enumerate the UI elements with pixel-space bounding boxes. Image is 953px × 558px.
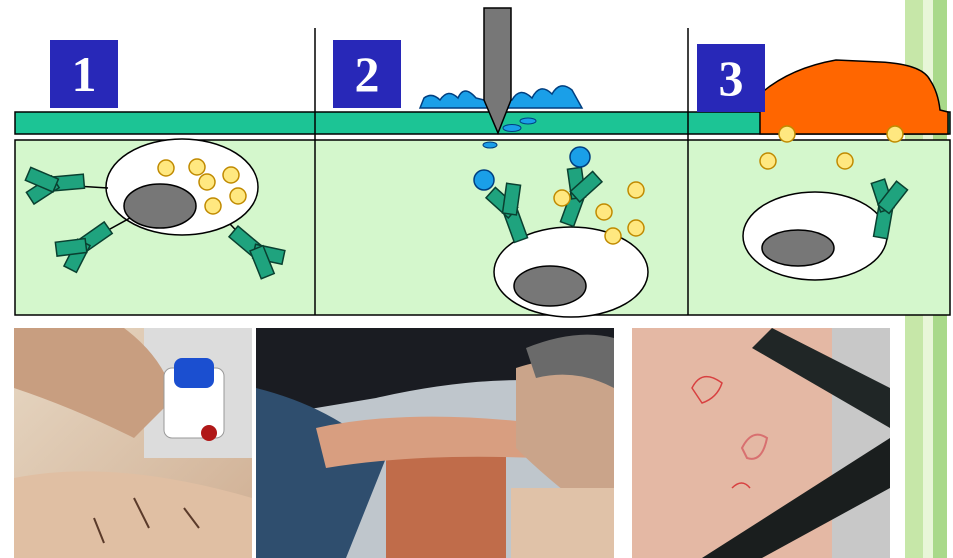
mast-cell-1	[106, 139, 258, 235]
forearm-prick-test-photo	[256, 328, 614, 558]
mast-cell-3	[743, 192, 887, 280]
step-label-2: 2	[333, 40, 401, 108]
wheal	[760, 60, 948, 134]
step-label-3: 3	[697, 44, 765, 112]
wheal-measurement-photo	[632, 328, 890, 558]
step-label-1: 1	[50, 40, 118, 108]
skin-prick-applicator-photo	[14, 328, 252, 558]
skin-prick-test-diagram	[0, 0, 953, 320]
